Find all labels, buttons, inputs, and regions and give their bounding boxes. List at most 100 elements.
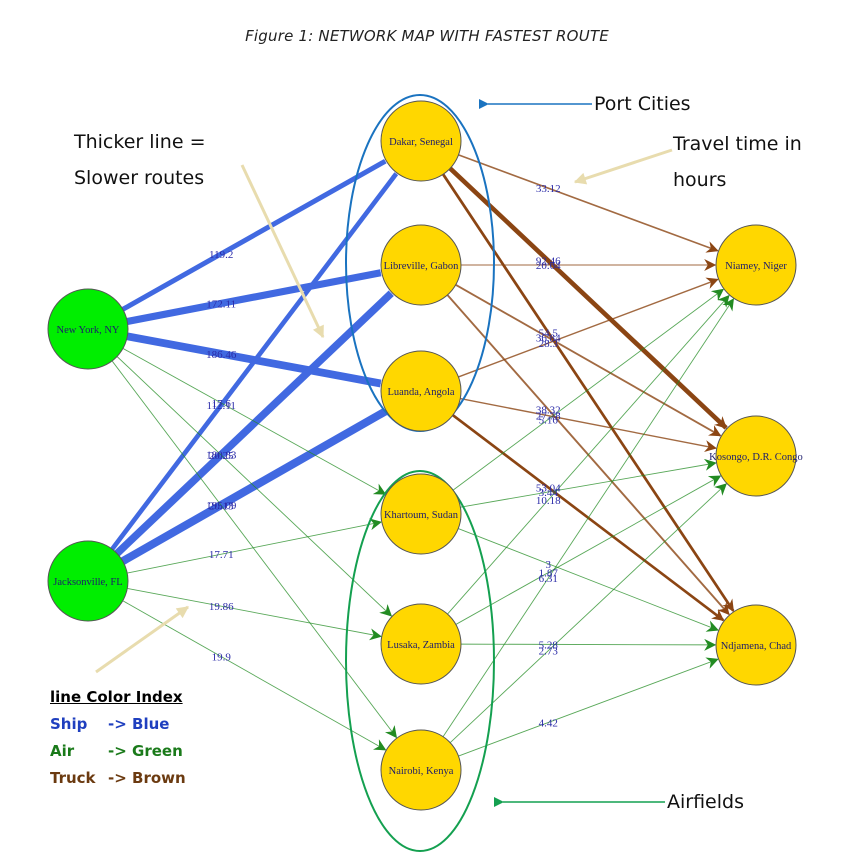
node-label: Ndjamena, Chad (721, 641, 792, 652)
legend-mode: Ship (50, 715, 88, 733)
edge-air-jax-nairobi (122, 600, 387, 751)
edge-label-travel-time: 195.09 (206, 500, 237, 512)
edge-air-nairobi-kosongo (449, 483, 727, 743)
edge-air-jax-khartoum (127, 518, 382, 574)
node-circle (380, 224, 462, 306)
edge-ship-ny-dakar (121, 158, 387, 312)
edge-label-travel-time: 6.31 (539, 573, 558, 585)
travel-time-callout-arrow (573, 148, 673, 185)
edge-label-travel-time: 54.5 (539, 328, 559, 340)
edge-air-ny-nairobi (111, 360, 398, 739)
node-ndjamena: Ndjamena, Chad (715, 604, 797, 686)
edge-label-travel-time: 172.11 (206, 298, 236, 310)
edge-label-travel-time: 10.18 (536, 495, 561, 507)
edge-label-travel-time: 4.42 (539, 718, 558, 730)
legend-mode: Truck (50, 769, 96, 787)
edge-label-travel-time: 119.2 (209, 249, 233, 261)
node-circle (380, 603, 462, 685)
port-cities-annotation: Port Cities (594, 93, 691, 115)
line-color-legend: line Color Index Ship-> Blue Air-> Green… (50, 684, 186, 792)
node-libreville: Libreville, Gabon (380, 224, 462, 306)
node-circle (380, 350, 462, 432)
node-circle (715, 415, 797, 497)
edge-air-ny-lusaka (116, 356, 393, 617)
node-circle (47, 288, 129, 370)
node-label: Kosongo, D.R. Congo (709, 452, 803, 463)
node-label: Libreville, Gabon (384, 261, 459, 272)
edge-label-travel-time: 33.12 (536, 183, 561, 195)
node-label: Lusaka, Zambia (387, 640, 455, 651)
edge-label-travel-time: 28.3 (539, 338, 559, 350)
edge-label-travel-time: 180.83 (206, 450, 237, 462)
legend-item-truck: Truck-> Brown (50, 765, 186, 792)
edge-label-travel-time: 3 (546, 559, 552, 571)
node-label: Luanda, Angola (387, 387, 454, 398)
node-label: Khartoum, Sudan (384, 510, 459, 521)
edge-truck-dakar-niamey (458, 154, 719, 253)
legend-heading: line Color Index (50, 688, 183, 706)
edge-label-travel-time: 20.64 (536, 260, 561, 272)
edge-label-travel-time: 112.11 (206, 400, 235, 412)
node-circle (47, 540, 129, 622)
edge-air-khartoum-kosongo (460, 458, 717, 508)
edge-ship-jax-dakar (110, 172, 399, 551)
edge-label-travel-time: 20.25 (209, 450, 234, 462)
node-label: Niamey, Niger (725, 261, 787, 272)
airfields-annotation: Airfields (667, 791, 744, 813)
edge-label-travel-time: 5.16 (539, 414, 559, 426)
thicker-line-callout-arrow (240, 164, 325, 339)
edge-air-khartoum-niamey (452, 288, 725, 491)
edge-label-travel-time: 1.87 (539, 568, 559, 580)
edge-labels-layer: 119.2 172.11 186.46 112.11 180.83 195.09 17.6 2… (206, 183, 561, 729)
node-circle (715, 604, 797, 686)
edge-label-travel-time: 36.84 (536, 333, 561, 345)
node-circle (380, 473, 462, 555)
edge-label-travel-time: 186.46 (206, 349, 237, 361)
airfields-group-outline (345, 470, 495, 852)
edge-label-travel-time: 53.04 (536, 483, 561, 495)
edge-label-travel-time: 17.71 (209, 549, 234, 561)
edge-truck-dakar-kosongo (448, 166, 728, 430)
edge-truck-dakar-ndjamena (442, 173, 735, 612)
edge-air-nairobi-niamey (442, 298, 734, 737)
edge-truck-luanda-niamey (458, 277, 719, 378)
edge-label-travel-time: 20.13 (209, 500, 234, 512)
edge-label-travel-time: 2.73 (539, 646, 559, 658)
edge-air-ny-khartoum (122, 348, 387, 495)
node-khartoum: Khartoum, Sudan (380, 473, 462, 555)
edge-label-travel-time: 19.9 (212, 652, 232, 664)
edge-label-travel-time: 3.44 (539, 487, 559, 499)
edge-air-lusaka-ndjamena (460, 638, 717, 651)
legend-item-air: Air-> Green (50, 738, 186, 765)
node-dakar: Dakar, Senegal (380, 100, 462, 182)
edge-air-khartoum-ndjamena (458, 528, 719, 632)
nodes-layer: New York, NY Jacksonville, FL Dakar, Seneg… (47, 100, 803, 811)
node-luanda: Luanda, Angola (380, 350, 462, 432)
node-jax: Jacksonville, FL (47, 540, 129, 622)
edge-ship-jax-libreville (114, 290, 394, 557)
figure-title: Figure 1: NETWORK MAP WITH FASTEST ROUTE (245, 27, 609, 45)
node-circle (380, 100, 462, 182)
node-label: Nairobi, Kenya (389, 766, 454, 777)
edge-label-travel-time: 17.6 (212, 398, 232, 410)
edge-label-travel-time: 5.28 (539, 639, 559, 651)
edge-label-travel-time: 27.78 (536, 411, 561, 423)
node-circle (715, 224, 797, 306)
node-label: Jacksonville, FL (53, 577, 122, 588)
edge-ship-ny-libreville (126, 269, 382, 325)
travel-time-annotation: Travel time in hours (673, 126, 802, 198)
callouts-layer (95, 99, 673, 807)
edge-label-travel-time: 92.46 (536, 256, 561, 268)
edge-air-nairobi-ndjamena (458, 657, 719, 757)
node-nairobi: Nairobi, Kenya (380, 729, 462, 811)
legend-callout-arrow (95, 605, 189, 674)
edge-air-jax-lusaka (127, 587, 382, 641)
thicker-line-annotation-line2: Slower routes (74, 167, 205, 189)
legend-color: -> Green (108, 742, 183, 760)
node-ny: New York, NY (47, 288, 129, 370)
thicker-line-annotation: Thicker line = Slower routes (74, 124, 206, 196)
edge-label-travel-time: 19.86 (209, 601, 234, 613)
legend-item-ship: Ship-> Blue (50, 711, 186, 738)
node-circle (380, 729, 462, 811)
